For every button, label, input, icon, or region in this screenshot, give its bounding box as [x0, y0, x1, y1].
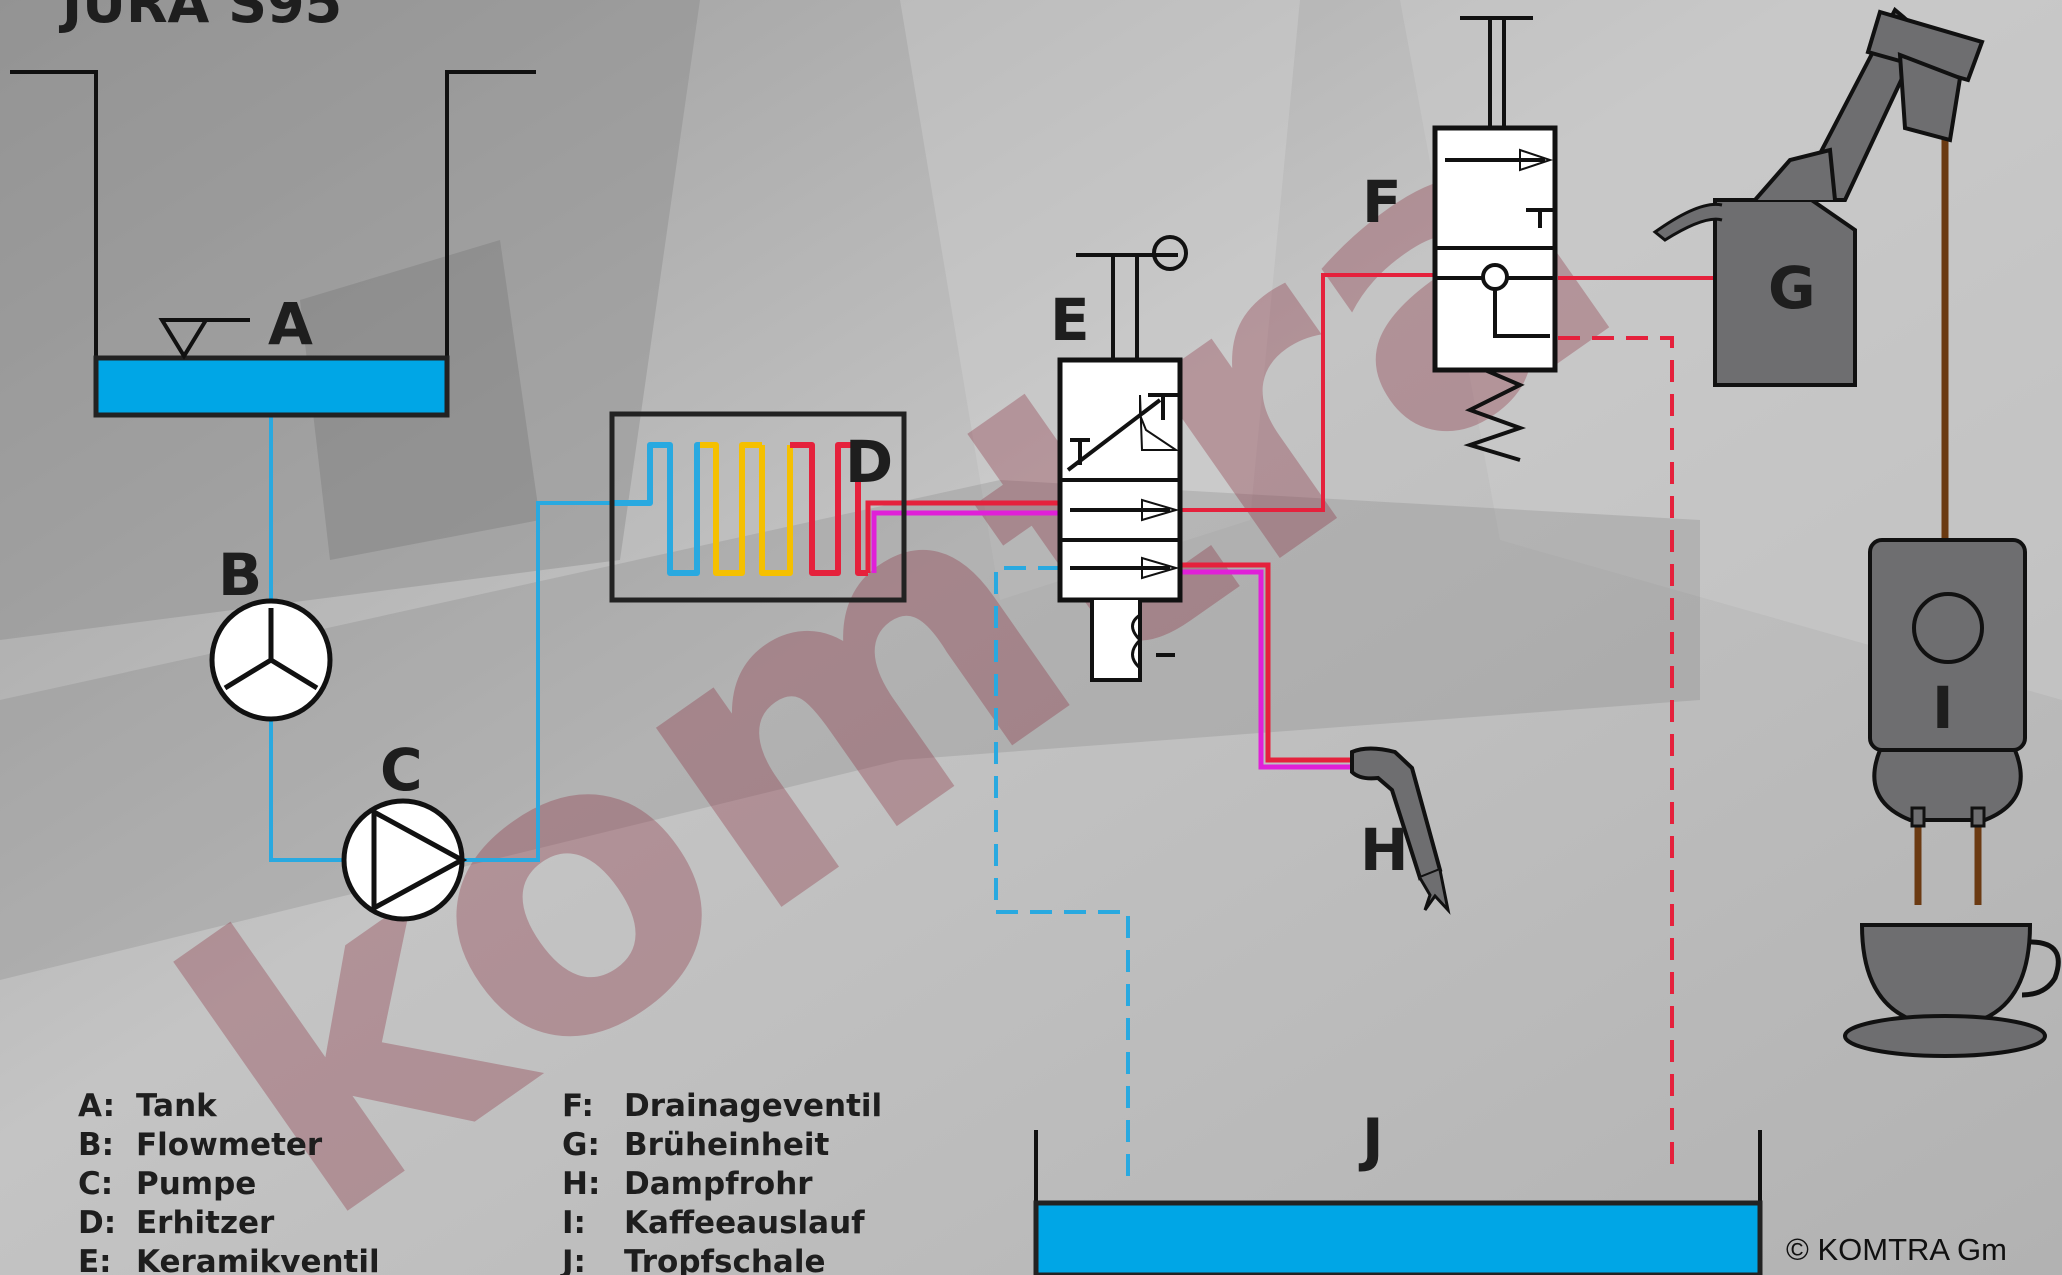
legend-key-B: B:: [78, 1127, 114, 1163]
legend-text-C: Pumpe: [136, 1166, 256, 1202]
legend-key-G: G:: [562, 1127, 600, 1163]
legend-text-D: Erhitzer: [136, 1205, 275, 1241]
coffee-spout-I: I: [1870, 540, 2025, 826]
legend-key-J: J:: [560, 1244, 586, 1275]
label-G: G: [1768, 254, 1816, 322]
legend-text-F: Drainageventil: [624, 1088, 882, 1124]
legend-key-C: C:: [78, 1166, 113, 1202]
legend-text-I: Kaffeeauslauf: [624, 1205, 865, 1241]
diagram-title: JURA S95: [58, 0, 342, 35]
legend-text-E: Keramikventil: [136, 1244, 380, 1275]
label-H: H: [1360, 816, 1409, 884]
legend-key-F: F:: [562, 1088, 594, 1124]
label-A: A: [268, 290, 313, 358]
label-D: D: [845, 428, 893, 496]
label-E: E: [1050, 286, 1090, 354]
legend-key-H: H:: [562, 1166, 600, 1202]
label-J: J: [1358, 1106, 1384, 1174]
label-B: B: [218, 541, 262, 609]
legend-key-E: E:: [78, 1244, 112, 1275]
legend-text-G: Brüheinheit: [624, 1127, 829, 1163]
legend-key-D: D:: [78, 1205, 116, 1241]
copyright-text: © KOMTRA Gm: [1786, 1232, 2007, 1267]
label-F: F: [1362, 168, 1402, 236]
legend-text-B: Flowmeter: [136, 1127, 323, 1163]
legend-key-A: A:: [78, 1088, 115, 1124]
legend-text-A: Tank: [136, 1088, 218, 1124]
legend-text-J: Tropfschale: [624, 1244, 825, 1275]
label-C: C: [380, 736, 423, 804]
label-I: I: [1932, 674, 1954, 742]
legend-key-I: I:: [562, 1205, 586, 1241]
legend-text-H: Dampfrohr: [624, 1166, 813, 1202]
